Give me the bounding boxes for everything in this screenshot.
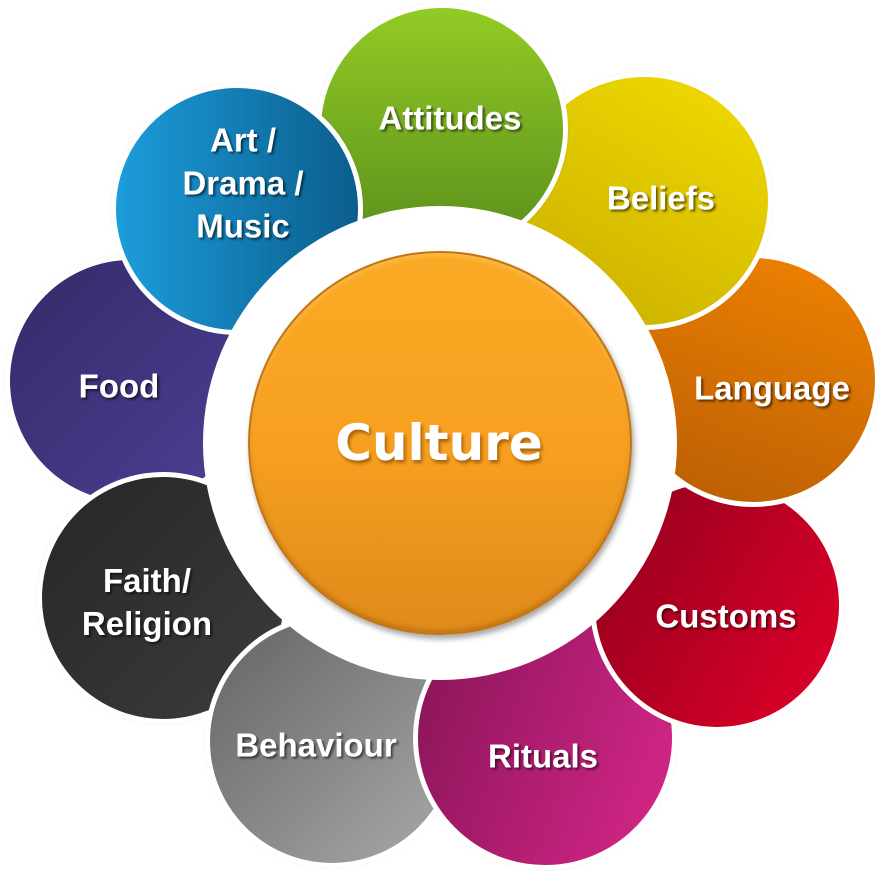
label-beliefs: Beliefs (606, 179, 716, 217)
label-food: Food (78, 367, 160, 405)
label-attitudes: Attitudes (378, 99, 522, 137)
label-rituals: Rituals (487, 737, 599, 775)
label-language: Language (694, 369, 850, 407)
label-art-line-3: Music (196, 207, 290, 245)
hub-label: Culture (335, 414, 543, 472)
label-art-line-2: Drama / (182, 164, 304, 202)
hub-culture (248, 251, 632, 635)
label-art-drama-music: Art / Drama / Music (182, 119, 303, 248)
label-behaviour: Behaviour (235, 726, 397, 764)
label-art-line-1: Art / (210, 121, 276, 159)
label-faith-line-1: Faith/ (102, 562, 191, 599)
label-faith-religion: Faith/ Religion (82, 559, 212, 645)
label-faith-line-2: Religion (81, 605, 213, 642)
label-customs: Customs (655, 597, 797, 635)
